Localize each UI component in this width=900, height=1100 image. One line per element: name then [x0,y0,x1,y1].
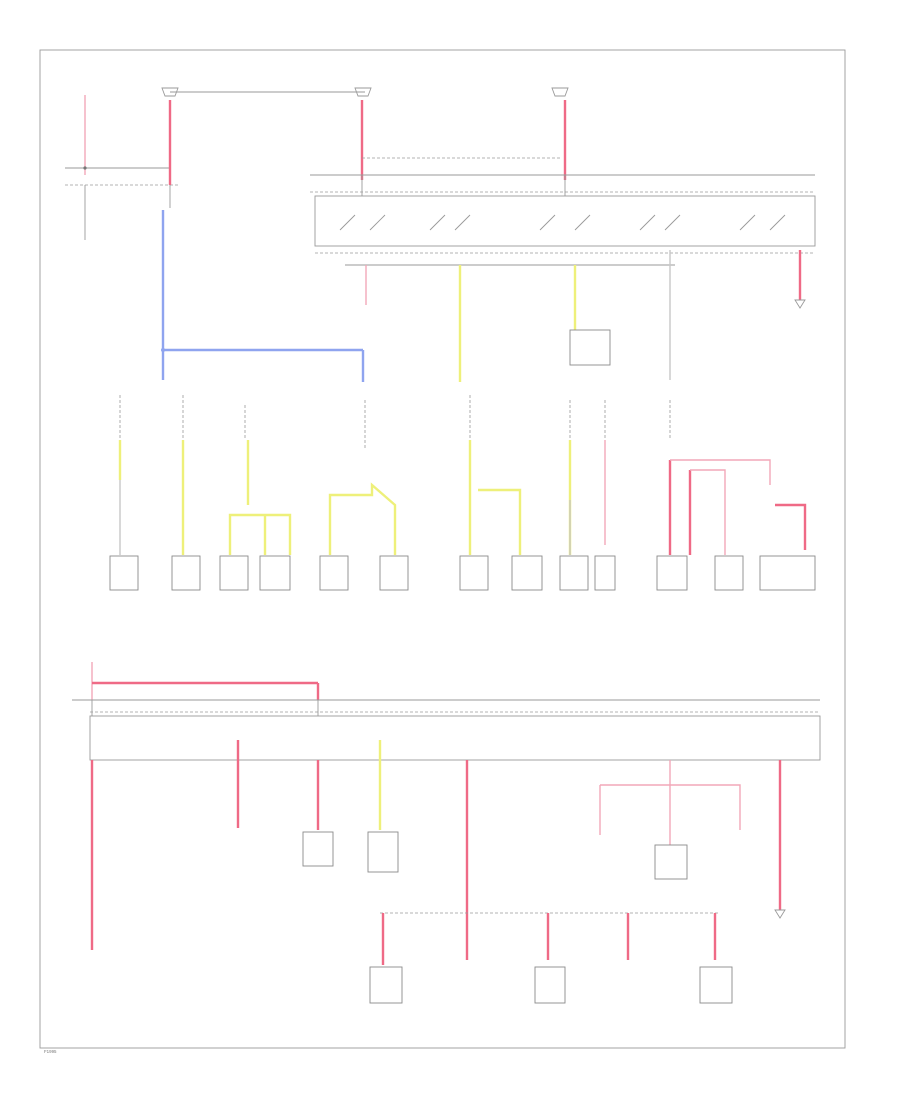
component-row-1 [109,555,816,591]
component-box [594,555,616,591]
component-box [369,966,403,1004]
component-box [654,844,688,880]
component-box [379,555,409,591]
relay-outputs [365,250,806,382]
component-box [459,555,489,591]
footer-code: F1995 [44,1049,57,1054]
component-box [534,966,566,1004]
component-box [259,555,291,591]
component-box [109,555,139,591]
module-component [569,329,611,366]
component-row-3 [369,966,733,1004]
bottom-bus [72,662,821,761]
component-box [302,831,334,867]
diagram-frame [39,49,846,1049]
bottom-circuits [90,740,786,965]
component-box [759,555,816,591]
middle-circuits [118,395,807,555]
component-box [714,555,744,591]
component-box [656,555,688,591]
component-box [367,831,399,873]
component-box [171,555,201,591]
relay-box [310,174,816,266]
component-box [559,555,589,591]
component-box [511,555,543,591]
component-row-2 [302,831,688,880]
top-feeds [65,87,569,382]
component-box [219,555,249,591]
component-box [699,966,733,1004]
component-box [319,555,349,591]
